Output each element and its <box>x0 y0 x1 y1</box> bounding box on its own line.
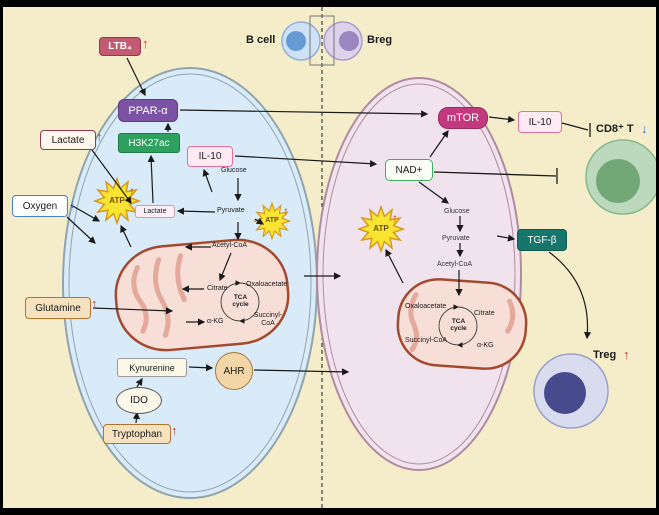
acetyl-coa-left-label: Acetyl-CoA <box>212 242 248 249</box>
breg-top-icon <box>323 21 363 61</box>
tca-cycle-left-label: TCA cycle <box>232 294 249 309</box>
oxaloacetate-right-label: Oxaloacetate <box>405 303 447 310</box>
treg-label: Treg <box>593 349 617 361</box>
alpha-kg-right-label: α-KG <box>477 342 494 349</box>
succinyl-coa-left-label: Succinyl-CoA <box>253 312 283 327</box>
mitochondrion-right <box>396 278 528 370</box>
b-cell-top-icon <box>281 21 321 61</box>
tryptophan-box: Tryptophan <box>103 424 171 444</box>
tca-cycle-left <box>220 280 260 324</box>
succinyl-coa-right-label: Succinyl-CoA <box>405 337 448 344</box>
breg-label: Breg <box>367 34 393 46</box>
pathway-arrows <box>66 57 592 424</box>
mitochondrion-left <box>114 238 290 352</box>
treg-up-arrow: ↑ <box>623 347 630 362</box>
contact-zone-rect <box>309 15 335 66</box>
oxaloacetate-left-label: Oxaloacetate <box>246 281 288 288</box>
atp-label-left: ATP <box>109 196 125 205</box>
atp-label-middle: ATP <box>265 217 279 224</box>
tca-cycle-right <box>438 304 478 348</box>
lactate-internal-box: Lactate <box>135 205 175 218</box>
il10-right-box: IL-10 <box>518 111 562 133</box>
pyruvate-right-label: Pyruvate <box>442 235 470 242</box>
b-cell-label: B cell <box>246 34 276 46</box>
mtor-box: mTOR <box>438 107 488 129</box>
breg-cell-body <box>316 77 522 471</box>
il10-left-box: IL-10 <box>187 146 233 167</box>
ido-oval: IDO <box>116 387 162 414</box>
tryptophan-up-arrow: ↑ <box>171 423 178 438</box>
tgf-beta-box: TGF-β <box>517 229 567 251</box>
h3k27ac-box: H3K27ac <box>118 133 180 153</box>
acetyl-coa-right-label: Acetyl-CoA <box>437 261 473 268</box>
citrate-right-label: Citrate <box>474 310 495 317</box>
ahr-circle: AHR <box>215 352 253 390</box>
lactate-up-arrow: ↑ <box>96 129 103 144</box>
glutamine-box: Glutamine <box>25 297 91 319</box>
kynurenine-box: Kynurenine <box>117 358 187 377</box>
glucose-right-label: Glucose <box>444 208 470 215</box>
glutamine-up-arrow: ↑ <box>91 296 98 311</box>
treg-cell-icon <box>533 353 609 429</box>
pyruvate-left-label: Pyruvate <box>217 207 245 214</box>
cd8-t-label: CD8⁺ T <box>596 123 634 135</box>
inhibition-lines <box>433 122 591 184</box>
ltb4-up-arrow: ↑ <box>142 36 149 51</box>
tca-cycle-right-label: TCA cycle <box>450 318 467 333</box>
atp-label-right: ATP <box>373 224 389 233</box>
nad-box: NAD+ <box>385 159 433 181</box>
atp-right-up-arrow: ↑ <box>392 211 398 225</box>
glucose-left-label: Glucose <box>221 167 247 174</box>
alpha-kg-left-label: α-KG <box>207 318 224 325</box>
cd8-t-cell-icon <box>585 139 659 215</box>
atp-middle-up-arrow: ↑ <box>283 204 289 218</box>
ppar-alpha-box: PPAR-α <box>118 99 178 122</box>
ltb4-box: LTB₄ <box>99 37 141 56</box>
oxygen-down-arrow: ↓ <box>69 196 76 211</box>
citrate-left-label: Citrate <box>207 285 228 292</box>
oxygen-box: Oxygen <box>12 195 68 217</box>
lactate-external-box: Lactate <box>40 130 96 150</box>
atp-left-up-arrow: ↑ <box>129 184 135 198</box>
cd8-t-down-arrow: ↓ <box>641 121 648 136</box>
